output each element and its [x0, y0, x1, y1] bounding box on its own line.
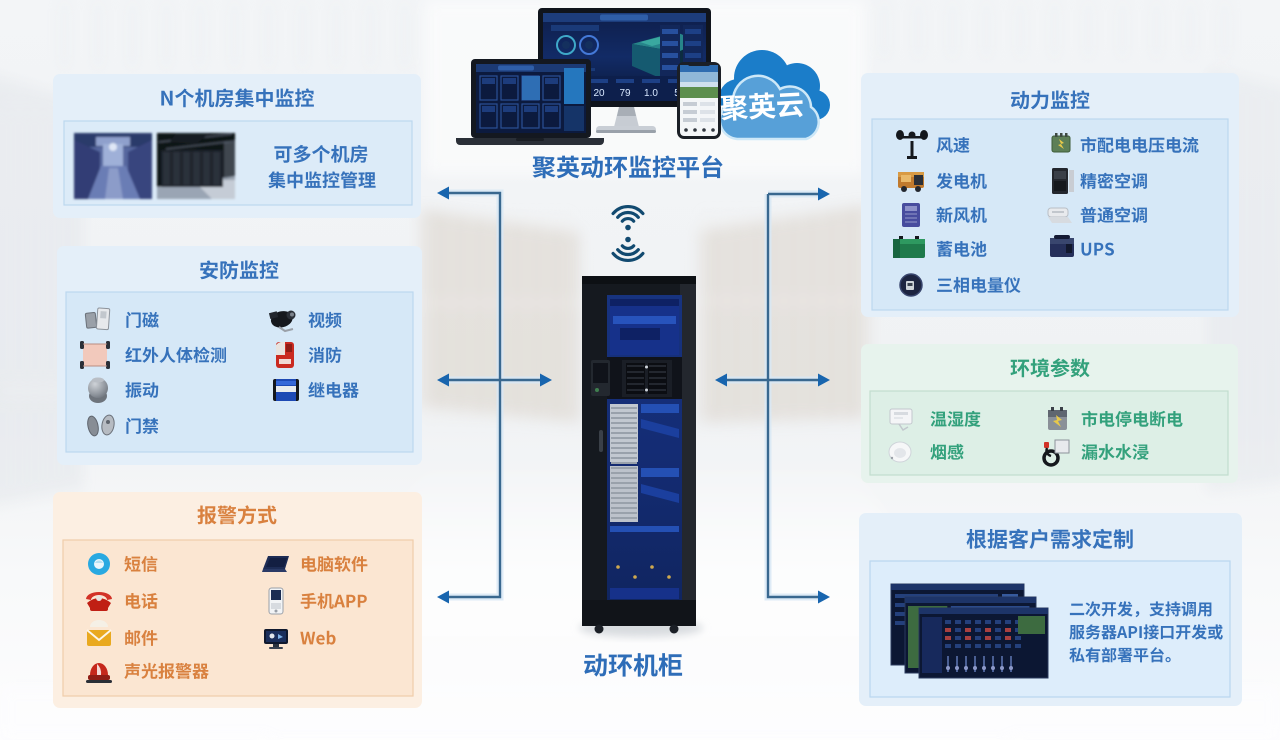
svg-text:79: 79 — [619, 88, 631, 99]
svg-text:20: 20 — [593, 88, 605, 99]
svg-text:1.0: 1.0 — [644, 88, 658, 99]
